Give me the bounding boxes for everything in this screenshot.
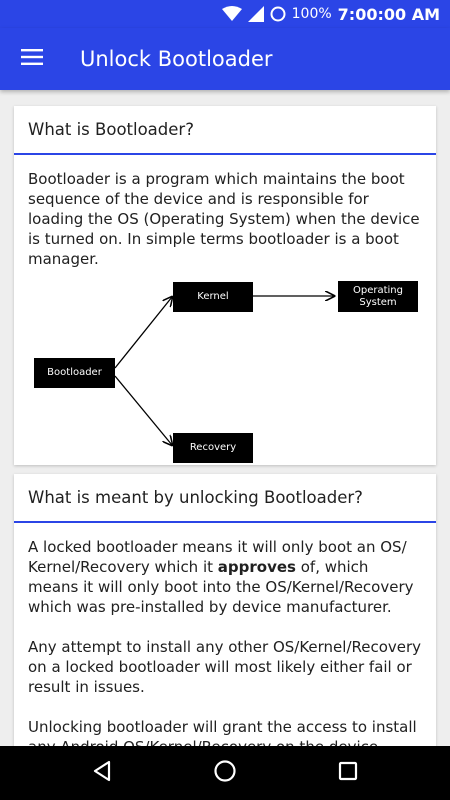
card-title: What is Bootloader? (14, 106, 436, 155)
clock: 7:00:00 AM (337, 4, 440, 24)
emphasis-text: approves (217, 558, 296, 576)
card-title: What is meant by unlocking Bootloader? (14, 474, 436, 523)
card-body: Bootloader is a program which maintains … (14, 155, 436, 473)
status-bar: 100% 7:00:00 AM (0, 0, 450, 28)
node-recovery: Recovery (173, 433, 253, 463)
system-nav-bar (0, 746, 450, 800)
diagram-arrows (114, 273, 436, 473)
app-bar: Unlock Bootloader (0, 28, 450, 90)
card-paragraph: Any attempt to install any other OS/Kern… (28, 638, 422, 696)
card-paragraph: Unlocking bootloader will grant the acce… (28, 718, 417, 746)
page-title: Unlock Bootloader (80, 47, 273, 71)
card-paragraph: Bootloader is a program which maintains … (28, 170, 420, 268)
arrow-to-kernel (114, 297, 172, 369)
node-operating-system: Operating System (338, 281, 418, 312)
scroll-content[interactable]: What is Bootloader? Bootloader is a prog… (0, 90, 450, 746)
signal-icon (247, 6, 264, 22)
info-card-bootloader: What is Bootloader? Bootloader is a prog… (14, 106, 436, 465)
card-paragraph: A locked bootloader means it will only b… (28, 538, 414, 616)
menu-button[interactable] (0, 28, 64, 90)
home-circle-icon (213, 759, 237, 787)
node-bootloader: Bootloader (34, 358, 115, 388)
recents-square-icon (338, 761, 358, 785)
node-kernel: Kernel (173, 282, 253, 312)
card-body: A locked bootloader means it will only b… (14, 523, 436, 746)
arrow-to-recovery (114, 375, 172, 445)
boot-diagram: Bootloader Kernel Operating System Recov… (14, 273, 436, 473)
menu-icon (21, 49, 43, 69)
home-button[interactable] (195, 746, 255, 800)
info-card-unlocking: What is meant by unlocking Bootloader? A… (14, 474, 436, 746)
recents-button[interactable] (318, 746, 378, 800)
sync-circle-icon (270, 6, 286, 22)
battery-level: 100% (291, 6, 332, 22)
wifi-icon (221, 6, 242, 22)
back-triangle-icon (92, 760, 112, 786)
back-button[interactable] (72, 746, 132, 800)
